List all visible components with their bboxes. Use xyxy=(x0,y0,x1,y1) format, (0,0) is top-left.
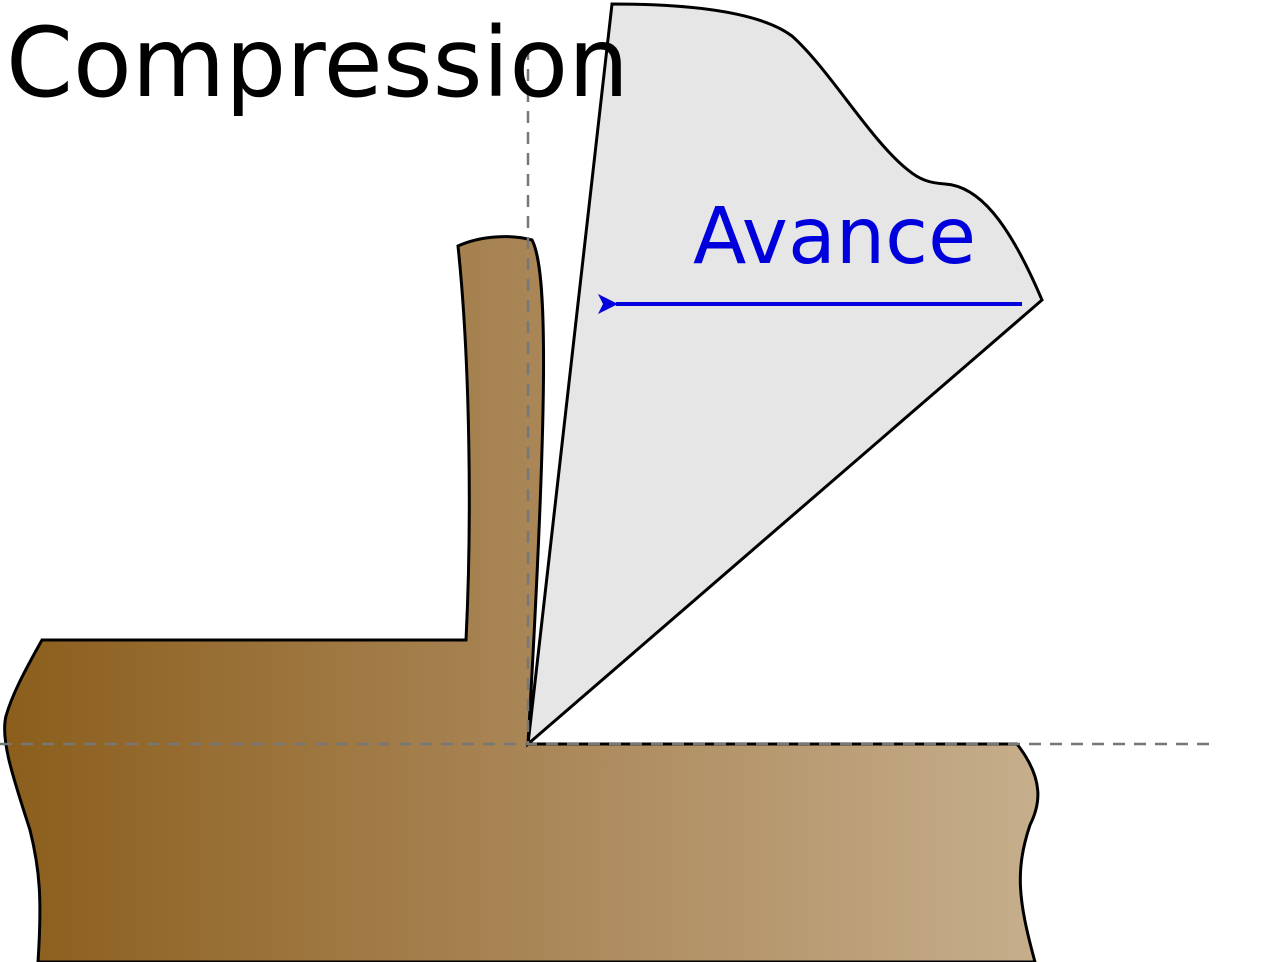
workpiece-wood xyxy=(3,235,1040,962)
diagram-title: Compression xyxy=(6,7,629,119)
cutting-tool xyxy=(526,2,1044,748)
advance-label: Avance xyxy=(693,192,976,282)
